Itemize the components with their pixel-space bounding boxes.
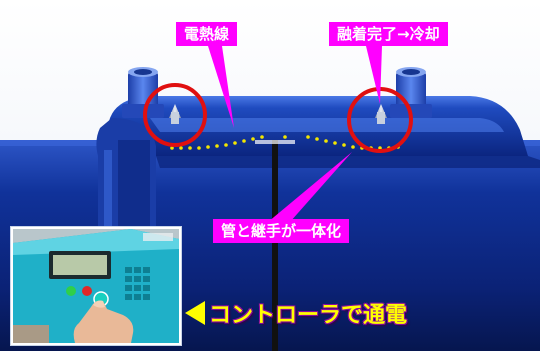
callout-pointer-fusion [366, 46, 382, 104]
callout-pipe-joint-unified: 管と継手が一体化 [213, 219, 350, 243]
caption-container: コントローラで通電 [185, 298, 407, 328]
green-button-icon [66, 286, 76, 296]
hand-pressing-button [73, 300, 134, 343]
left-arrow-icon [185, 301, 205, 325]
callout-pointer-joined [268, 152, 352, 222]
controller-keypad [125, 267, 150, 300]
controller-photo [11, 227, 181, 345]
callout-fusion-complete: 融着完了→冷却 [329, 22, 448, 46]
highlight-circle-left [143, 83, 207, 147]
callout-heater-wire: 電熱線 [176, 22, 238, 46]
caption-controller-energize: コントローラで通電 [209, 303, 408, 328]
red-button-icon [82, 286, 92, 296]
pipe-butt-seam [272, 140, 278, 351]
callout-pointer-heater [208, 46, 234, 128]
